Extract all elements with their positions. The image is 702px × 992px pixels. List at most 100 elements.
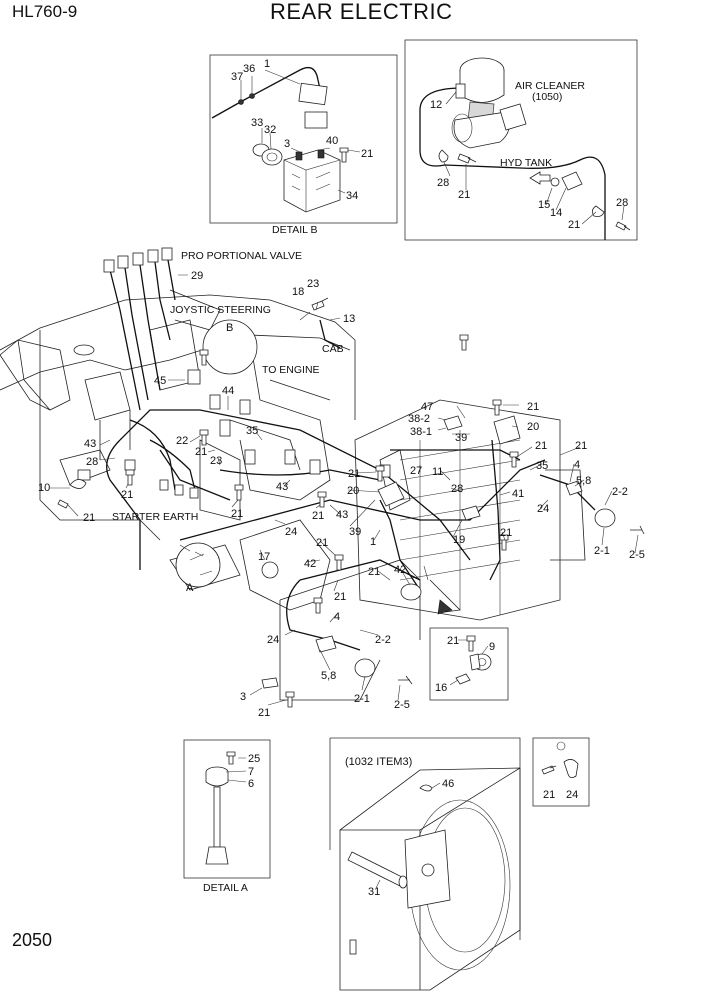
callout-21: 21: [447, 635, 459, 647]
air-cleaner-panel: 12 28 21 15 14 21 28 AIR CLEANER (1050) …: [404, 39, 638, 241]
part-15-washer: [550, 177, 560, 187]
callout-43: 43: [84, 438, 96, 450]
harness-pv-1: [109, 269, 141, 411]
page-number: 2050: [12, 930, 53, 950]
callout-21-d: 21: [121, 489, 133, 501]
part-2-1-lamp: [354, 658, 376, 678]
callout-24-c: 24: [537, 503, 549, 515]
part-36-clip: [249, 93, 255, 99]
callout-21-f: 21: [312, 510, 324, 522]
radiator-grille: [354, 399, 561, 621]
part-28-clip-b: [592, 205, 605, 217]
callout-22: 22: [176, 435, 188, 447]
part-4-bracket: [565, 480, 583, 496]
callout-1: 1: [264, 58, 270, 70]
callout-38-1: 38-1: [410, 426, 432, 438]
fan-shroud-panel: (1032 ITEM3) 46 31: [329, 737, 521, 991]
frame-left-side: [39, 330, 161, 541]
part-12-sensor: [455, 83, 466, 99]
callout-38-2: 38-2: [408, 413, 430, 425]
cab-wire: [319, 319, 341, 349]
callout-21-h: 21: [316, 537, 328, 549]
detail-b-frame: [209, 54, 398, 224]
air-cleaner-body: [459, 70, 505, 103]
callout-2-2-b: 2-2: [612, 486, 628, 498]
part-25-screw: [226, 751, 236, 765]
callout-25: 25: [248, 753, 260, 765]
part-28-clip: [438, 149, 449, 163]
detail-b-panel: 37 36 1 33 32 3 40 21 34 DETAIL B: [209, 54, 398, 236]
callout-35: 35: [246, 425, 258, 437]
part-46-clip: [419, 784, 433, 792]
callout-27: 27: [410, 465, 422, 477]
joystick-steering-label: JOYSTIC STEERING: [170, 304, 271, 316]
callout-21-o: 21: [575, 440, 587, 452]
bolt-group: [57, 297, 519, 708]
callout-11: 11: [432, 466, 443, 478]
callout-29: 29: [191, 270, 203, 282]
sensor-shaft: [213, 786, 221, 848]
callout-28: 28: [86, 456, 98, 468]
part-21-bolt: [466, 635, 476, 652]
callout-18: 18: [292, 286, 304, 298]
part-20-relay-b: [493, 415, 521, 445]
callout-21-g: 21: [348, 468, 360, 480]
air-cleaner-label: AIR CLEANER: [515, 80, 585, 92]
callout-44: 44: [222, 385, 234, 397]
callout-17: 17: [258, 551, 270, 563]
sensor-float: [205, 846, 229, 865]
part-31-sensor: [347, 851, 405, 887]
callout-2-2: 2-2: [375, 634, 391, 646]
callout-1-main: 1: [370, 536, 376, 548]
callout-13: 13: [343, 313, 355, 325]
page-title: REAR ELECTRIC: [270, 0, 453, 24]
part-24-clip: [563, 759, 579, 778]
callout-32: 32: [264, 124, 276, 136]
callout-37: 37: [231, 71, 243, 83]
air-cleaner-housing: [453, 111, 510, 149]
air-cleaner-frame: [404, 39, 638, 241]
callout-31: 31: [368, 886, 380, 898]
part-20-relay: [377, 481, 405, 507]
callout-42: 42: [304, 558, 316, 570]
callout-39: 39: [349, 526, 361, 538]
callout-41: 41: [512, 488, 524, 500]
callout-15: 15: [538, 199, 550, 211]
callout-5-8: 5,8: [321, 670, 336, 682]
callout-6: 6: [248, 778, 254, 790]
inset-9-frame: [429, 627, 509, 701]
detail-b-caption: DETAIL B: [272, 224, 318, 236]
callout-28: 28: [437, 177, 449, 189]
part-6-sensor-body: [205, 772, 229, 787]
callout-20-b: 20: [527, 421, 539, 433]
callout-21-b: 21: [568, 219, 580, 231]
callout-24: 24: [285, 526, 297, 538]
callout-21-c: 21: [83, 512, 95, 524]
callout-28-b: 28: [616, 197, 628, 209]
callout-a-letter: A: [186, 582, 194, 594]
terminal: [295, 151, 303, 161]
callout-10: 10: [38, 482, 50, 494]
fan-shroud-body: [339, 767, 521, 991]
part-32-relay: [261, 148, 283, 166]
part-21-bolt: [457, 153, 477, 164]
callout-23: 23: [307, 278, 319, 290]
callout-46: 46: [442, 778, 454, 790]
callout-23-b: 23: [210, 455, 222, 467]
callout-39-b: 39: [455, 432, 467, 444]
harness-cross: [179, 459, 546, 541]
part-34-box: [283, 149, 341, 213]
frame-top-edge: [0, 294, 356, 420]
callout-16: 16: [435, 682, 447, 694]
to-engine-label: TO ENGINE: [262, 364, 320, 376]
counterweight-left: [0, 339, 71, 411]
callout-21: 21: [458, 189, 470, 201]
callout-3: 3: [240, 691, 246, 703]
callout-21-k: 21: [527, 401, 539, 413]
small-parts-panel: 21 24: [532, 737, 590, 807]
callout-47: 47: [421, 401, 433, 413]
callout-21-n: 21: [368, 566, 380, 578]
callout-42-b: 42: [394, 564, 406, 576]
